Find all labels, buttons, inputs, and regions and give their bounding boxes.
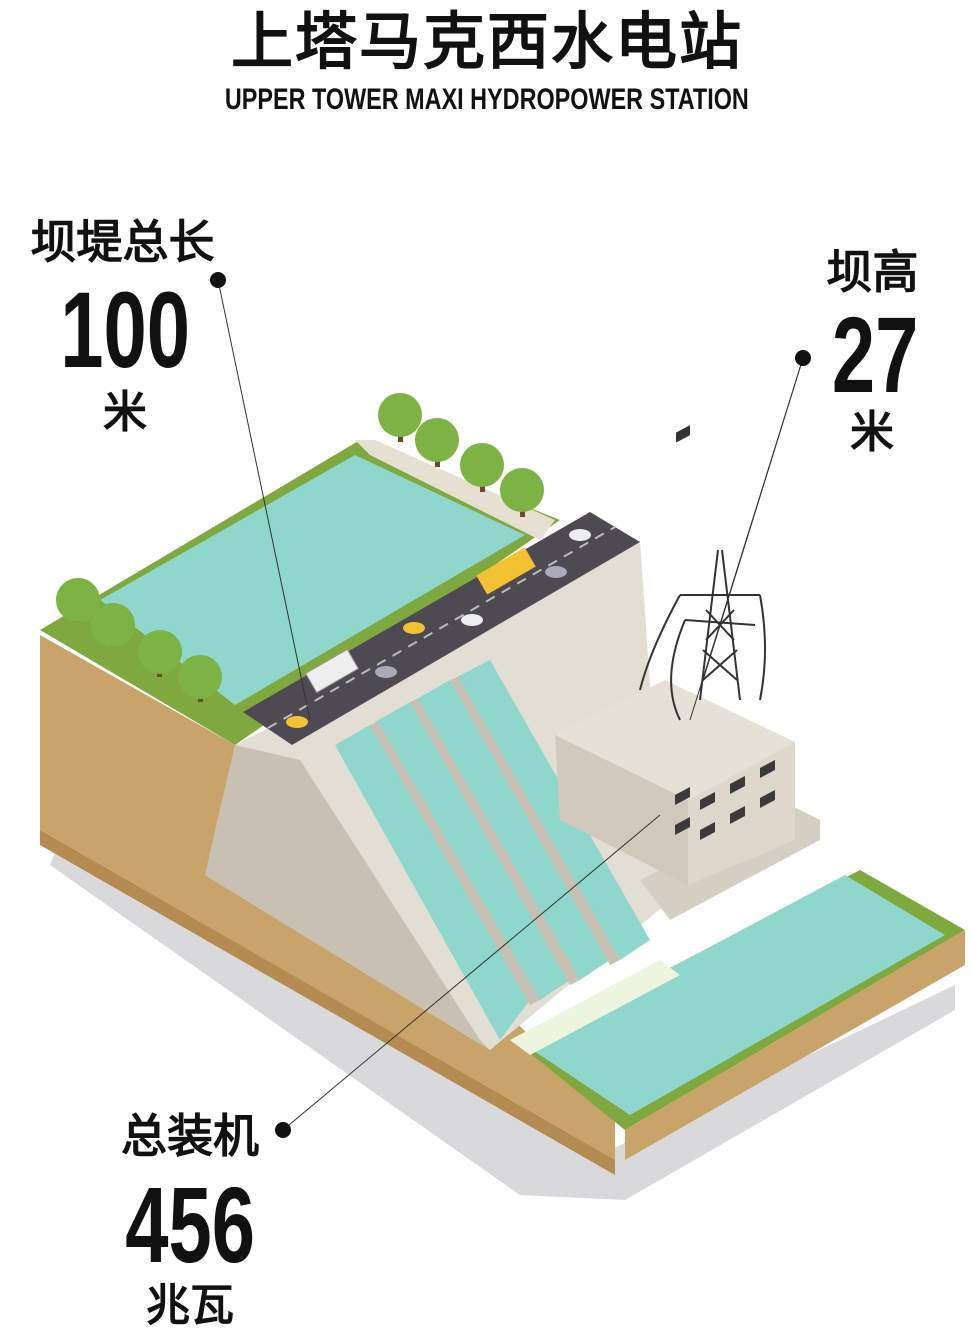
- title-english-text: UPPER TOWER MAXI HYDROPOWER STATION: [225, 83, 749, 116]
- powerhouse-top: [555, 680, 795, 800]
- powerhouse-left: [555, 735, 688, 885]
- bus: [476, 547, 536, 595]
- reservoir-water: [100, 455, 525, 705]
- title-english: UPPER TOWER MAXI HYDROPOWER STATION: [0, 82, 974, 118]
- callout-dot-length: [210, 272, 226, 288]
- downstream-earth: [625, 930, 965, 1160]
- car: [545, 566, 567, 578]
- callout-dot-capacity: [275, 1122, 291, 1138]
- foam: [510, 960, 680, 1055]
- spillways: [335, 660, 650, 1040]
- car: [403, 622, 425, 634]
- callout-dot-height: [795, 350, 811, 366]
- power-pylon: [639, 549, 766, 721]
- car: [286, 716, 308, 728]
- truck: [305, 648, 359, 694]
- dam-height-value: 27: [815, 294, 930, 415]
- title-chinese: 上塔马克西水电站: [230, 5, 743, 78]
- capacity-label: 总装机: [121, 1109, 259, 1163]
- car: [461, 614, 483, 626]
- car: [569, 529, 591, 541]
- road-marking: [267, 526, 616, 729]
- dam-length-unit: 米: [103, 387, 147, 438]
- capacity-number: 456: [125, 1164, 255, 1285]
- dam-length-label: 坝堤总长: [30, 215, 215, 269]
- dam-height-unit: 米: [850, 407, 894, 458]
- reservoir-edge: [355, 440, 555, 540]
- windows: [675, 760, 775, 840]
- dam-length-value: 100: [25, 269, 225, 390]
- downstream-water: [525, 875, 945, 1115]
- powerhouse-windows: [676, 425, 690, 443]
- capacity-value: 456: [100, 1164, 280, 1285]
- trees: [56, 393, 544, 702]
- dam-height-label: 坝高: [826, 245, 919, 299]
- callout-lines: [217, 279, 804, 1131]
- capacity-unit: 兆瓦: [146, 1280, 234, 1331]
- car: [375, 666, 397, 678]
- earth-side-dark: [40, 830, 615, 1175]
- dam-height-number: 27: [831, 294, 919, 415]
- ground-shadow: [50, 840, 955, 1200]
- dam-face-shade: [205, 745, 490, 1050]
- dam-length-number: 100: [60, 269, 190, 390]
